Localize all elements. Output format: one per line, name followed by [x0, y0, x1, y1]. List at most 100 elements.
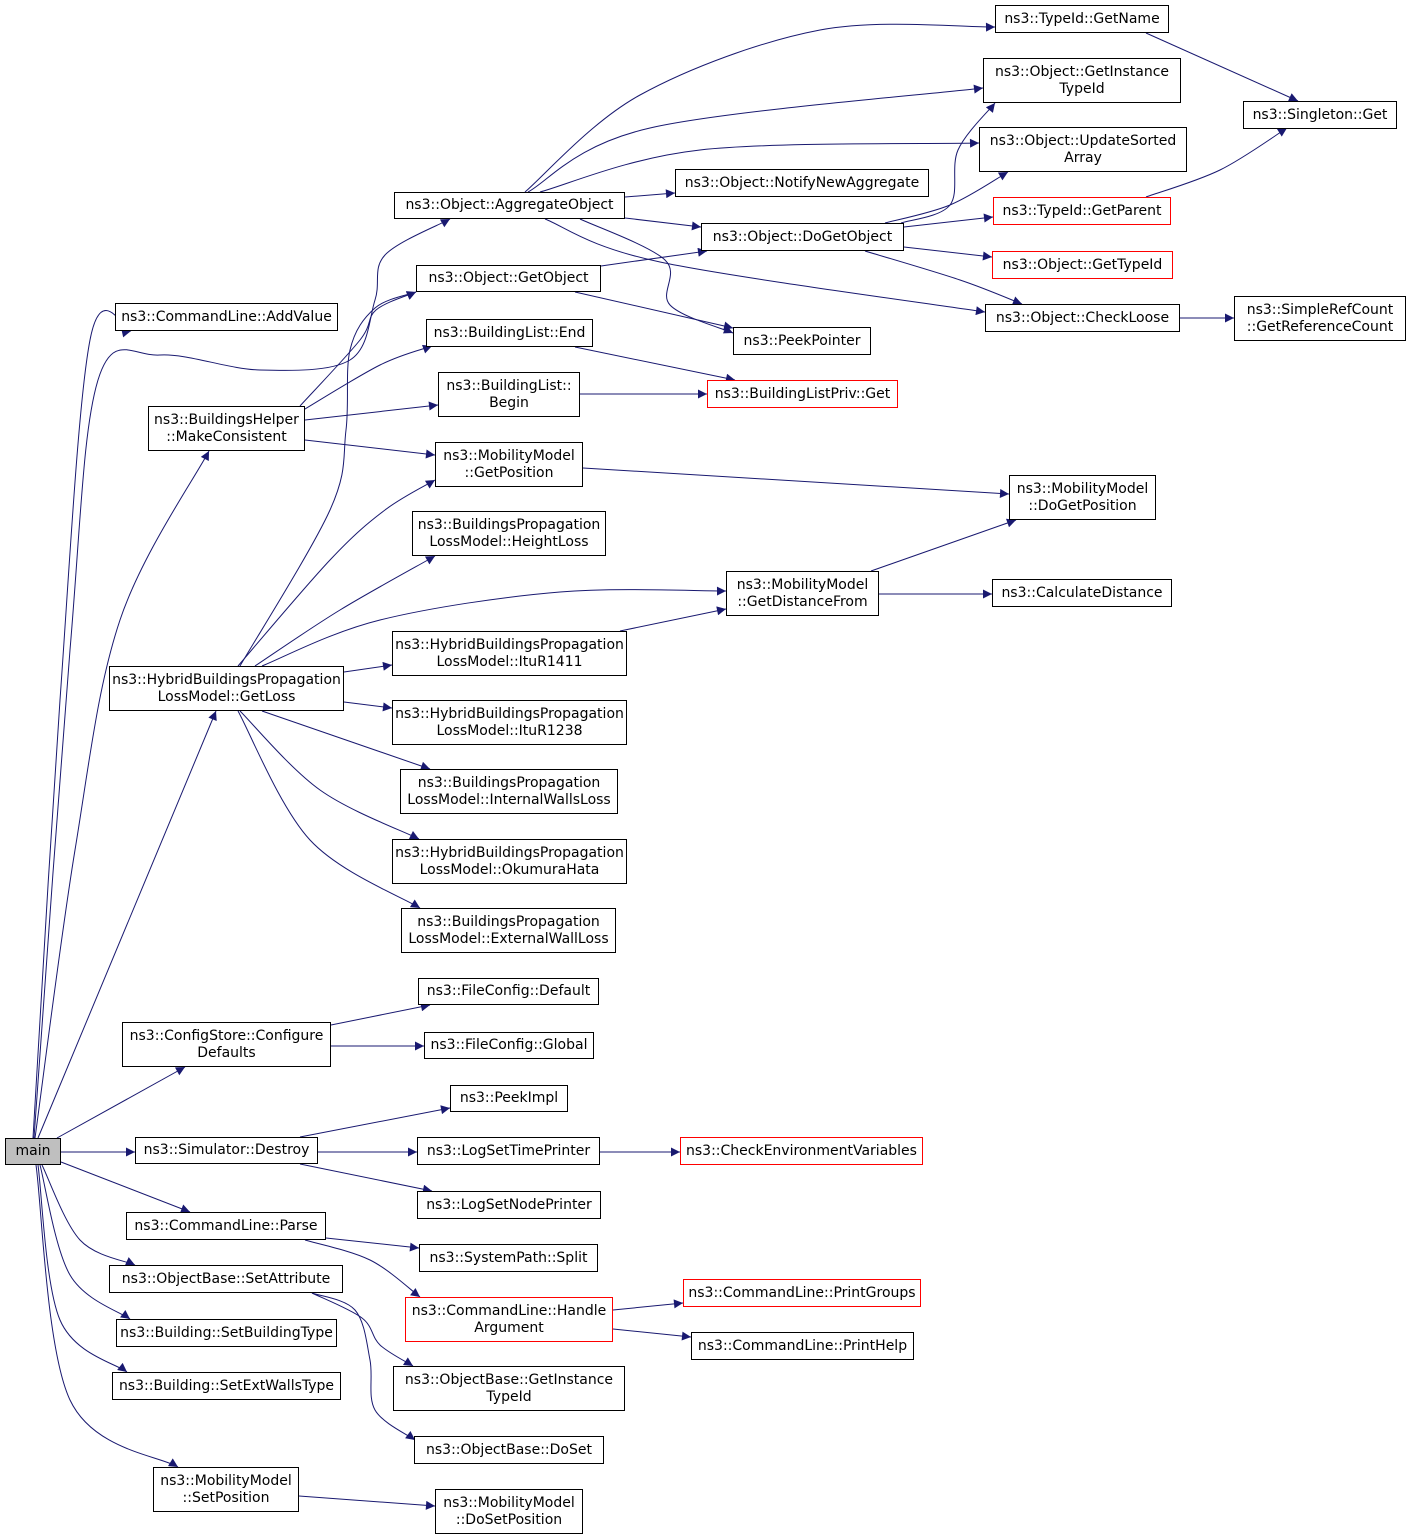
- edge-aggregate-to-obj_update: [539, 138, 980, 193]
- node-mm-dosetpos[interactable]: ns3::MobilityModel::DoSetPosition: [435, 1489, 583, 1534]
- node-label-line: ns3::CommandLine::Handle: [411, 1302, 607, 1319]
- edge-hb_itu1411-to-mm_getdist: [619, 606, 727, 632]
- edge-bh_make-to-mm_getpos: [304, 439, 436, 459]
- node-simpleref[interactable]: ns3::SimpleRefCount::GetReferenceCount: [1234, 296, 1406, 341]
- edge-aggregate-to-obj_getinst: [527, 84, 984, 193]
- node-tid-getparent[interactable]: ns3::TypeId::GetParent: [993, 197, 1171, 225]
- node-mm-setpos[interactable]: ns3::MobilityModel::SetPosition: [153, 1467, 299, 1512]
- node-label-line: ns3::MobilityModel: [443, 1494, 575, 1511]
- edge-obj_doget-to-obj_checkloose: [864, 250, 1023, 305]
- node-label-line: ns3::Object::GetObject: [428, 270, 589, 286]
- edge-main-to-ob_setattr: [41, 1164, 136, 1266]
- edge-mm_setpos-to-mm_dosetpos: [298, 1495, 436, 1510]
- edge-getobject-to-obj_doget: [600, 247, 708, 267]
- node-cl-printgroups[interactable]: ns3::CommandLine::PrintGroups: [683, 1279, 921, 1307]
- node-label-line: ns3::Object::NotifyNewAggregate: [684, 174, 920, 191]
- node-obj-notify[interactable]: ns3::Object::NotifyNewAggregate: [675, 169, 929, 197]
- node-tid-getname[interactable]: ns3::TypeId::GetName: [995, 5, 1169, 33]
- node-calcdist[interactable]: ns3::CalculateDistance: [992, 579, 1172, 607]
- node-ob-setattr[interactable]: ns3::ObjectBase::SetAttribute: [109, 1265, 343, 1293]
- edge-main-to-addvalue: [32, 310, 132, 1139]
- edge-main-to-cl_parse: [60, 1161, 191, 1213]
- node-label-line: ns3::Object::CheckLoose: [995, 309, 1170, 326]
- node-fc-global[interactable]: ns3::FileConfig::Global: [424, 1032, 594, 1059]
- node-label-line: ns3::Object::DoGetObject: [712, 228, 893, 245]
- node-label-line: ns3::BuildingsPropagation: [417, 913, 600, 930]
- node-blp-get[interactable]: ns3::BuildingListPriv::Get: [707, 380, 898, 408]
- edge-mm_getpos-to-mm_dogetpos: [582, 467, 1010, 498]
- node-label-line: ns3::ObjectBase::SetAttribute: [121, 1270, 331, 1287]
- node-obj-doget[interactable]: ns3::Object::DoGetObject: [701, 223, 904, 251]
- node-label-line: LossModel::ItuR1238: [436, 722, 583, 739]
- node-label-line: LossModel::GetLoss: [157, 688, 296, 705]
- node-bh-make[interactable]: ns3::BuildingsHelper::MakeConsistent: [148, 406, 305, 451]
- node-label-line: ns3::CommandLine::AddValue: [121, 308, 332, 325]
- edge-aggregate-to-peekpointer: [579, 218, 734, 334]
- node-cl-parse[interactable]: ns3::CommandLine::Parse: [126, 1212, 326, 1240]
- node-obj-gettypeid[interactable]: ns3::Object::GetTypeId: [992, 251, 1173, 279]
- node-b-settype[interactable]: ns3::Building::SetBuildingType: [116, 1319, 337, 1347]
- edge-aggregate-to-obj_notify: [624, 189, 676, 199]
- edge-tid_getparent-to-singleton: [1145, 127, 1288, 198]
- node-label-line: ns3::MobilityModel: [160, 1472, 292, 1489]
- edge-main-to-aggregate: [33, 218, 451, 1139]
- node-label-line: ::MakeConsistent: [166, 428, 287, 445]
- node-sim-destroy[interactable]: ns3::Simulator::Destroy: [135, 1137, 318, 1164]
- node-label-line: ns3::HybridBuildingsPropagation: [395, 844, 624, 861]
- node-aggregate[interactable]: ns3::Object::AggregateObject: [394, 192, 625, 219]
- edge-main-to-b_setext: [37, 1164, 128, 1373]
- node-addvalue[interactable]: ns3::CommandLine::AddValue: [115, 303, 338, 331]
- node-peekimpl[interactable]: ns3::PeekImpl: [450, 1085, 568, 1112]
- node-singleton[interactable]: ns3::Singleton::Get: [1243, 101, 1397, 129]
- node-label-line: ns3::CalculateDistance: [1001, 584, 1163, 601]
- node-mm-getpos[interactable]: ns3::MobilityModel::GetPosition: [435, 442, 583, 487]
- edge-obj_doget-to-tid_getparent: [903, 213, 994, 228]
- node-label-line: main: [15, 1143, 51, 1159]
- node-bl-begin[interactable]: ns3::BuildingList::Begin: [438, 372, 580, 417]
- node-label-line: ::SetPosition: [182, 1489, 270, 1506]
- edge-hb_getloss-to-hb_itu1411: [343, 661, 393, 673]
- node-b-setext[interactable]: ns3::Building::SetExtWallsType: [112, 1372, 341, 1400]
- node-peekpointer[interactable]: ns3::PeekPointer: [733, 327, 871, 355]
- node-label-line: Array: [1064, 149, 1102, 166]
- node-cl-printhelp[interactable]: ns3::CommandLine::PrintHelp: [691, 1332, 914, 1360]
- edge-cs_configure-to-fc_default: [330, 1002, 431, 1026]
- node-checkenv[interactable]: ns3::CheckEnvironmentVariables: [680, 1137, 923, 1165]
- node-label-line: Argument: [474, 1319, 544, 1336]
- node-label-line: ::GetReferenceCount: [1246, 318, 1394, 335]
- node-label-line: ns3::Singleton::Get: [1252, 106, 1388, 123]
- edge-main-to-mm_setpos: [35, 1164, 179, 1468]
- node-label-line: ns3::BuildingListPriv::Get: [714, 385, 891, 402]
- node-label-line: LossModel::ExternalWallLoss: [408, 930, 609, 947]
- node-lognode[interactable]: ns3::LogSetNodePrinter: [417, 1191, 601, 1219]
- edge-main-to-hb_getloss: [37, 710, 217, 1139]
- node-label-line: TypeId: [486, 1388, 532, 1405]
- node-label-line: ns3::Building::SetBuildingType: [120, 1324, 333, 1341]
- node-obj-checkloose[interactable]: ns3::Object::CheckLoose: [985, 304, 1180, 332]
- node-fc-default[interactable]: ns3::FileConfig::Default: [418, 978, 599, 1005]
- node-mm-dogetpos[interactable]: ns3::MobilityModel::DoGetPosition: [1009, 475, 1156, 520]
- node-ob-doset[interactable]: ns3::ObjectBase::DoSet: [414, 1436, 604, 1464]
- edge-aggregate-to-obj_checkloose: [544, 218, 986, 316]
- edge-ob_setattr-to-ob_getinst: [311, 1292, 414, 1367]
- node-bl-end[interactable]: ns3::BuildingList::End: [426, 319, 593, 347]
- node-logtime[interactable]: ns3::LogSetTimePrinter: [417, 1137, 600, 1165]
- node-getobject[interactable]: ns3::Object::GetObject: [416, 265, 601, 292]
- node-label-line: TypeId: [1059, 80, 1105, 97]
- node-sp-split[interactable]: ns3::SystemPath::Split: [419, 1244, 598, 1272]
- node-label-line: ns3::PeekPointer: [743, 332, 861, 349]
- node-label-line: ns3::HybridBuildingsPropagation: [395, 705, 624, 722]
- node-mm-getdist[interactable]: ns3::MobilityModel::GetDistanceFrom: [726, 571, 879, 616]
